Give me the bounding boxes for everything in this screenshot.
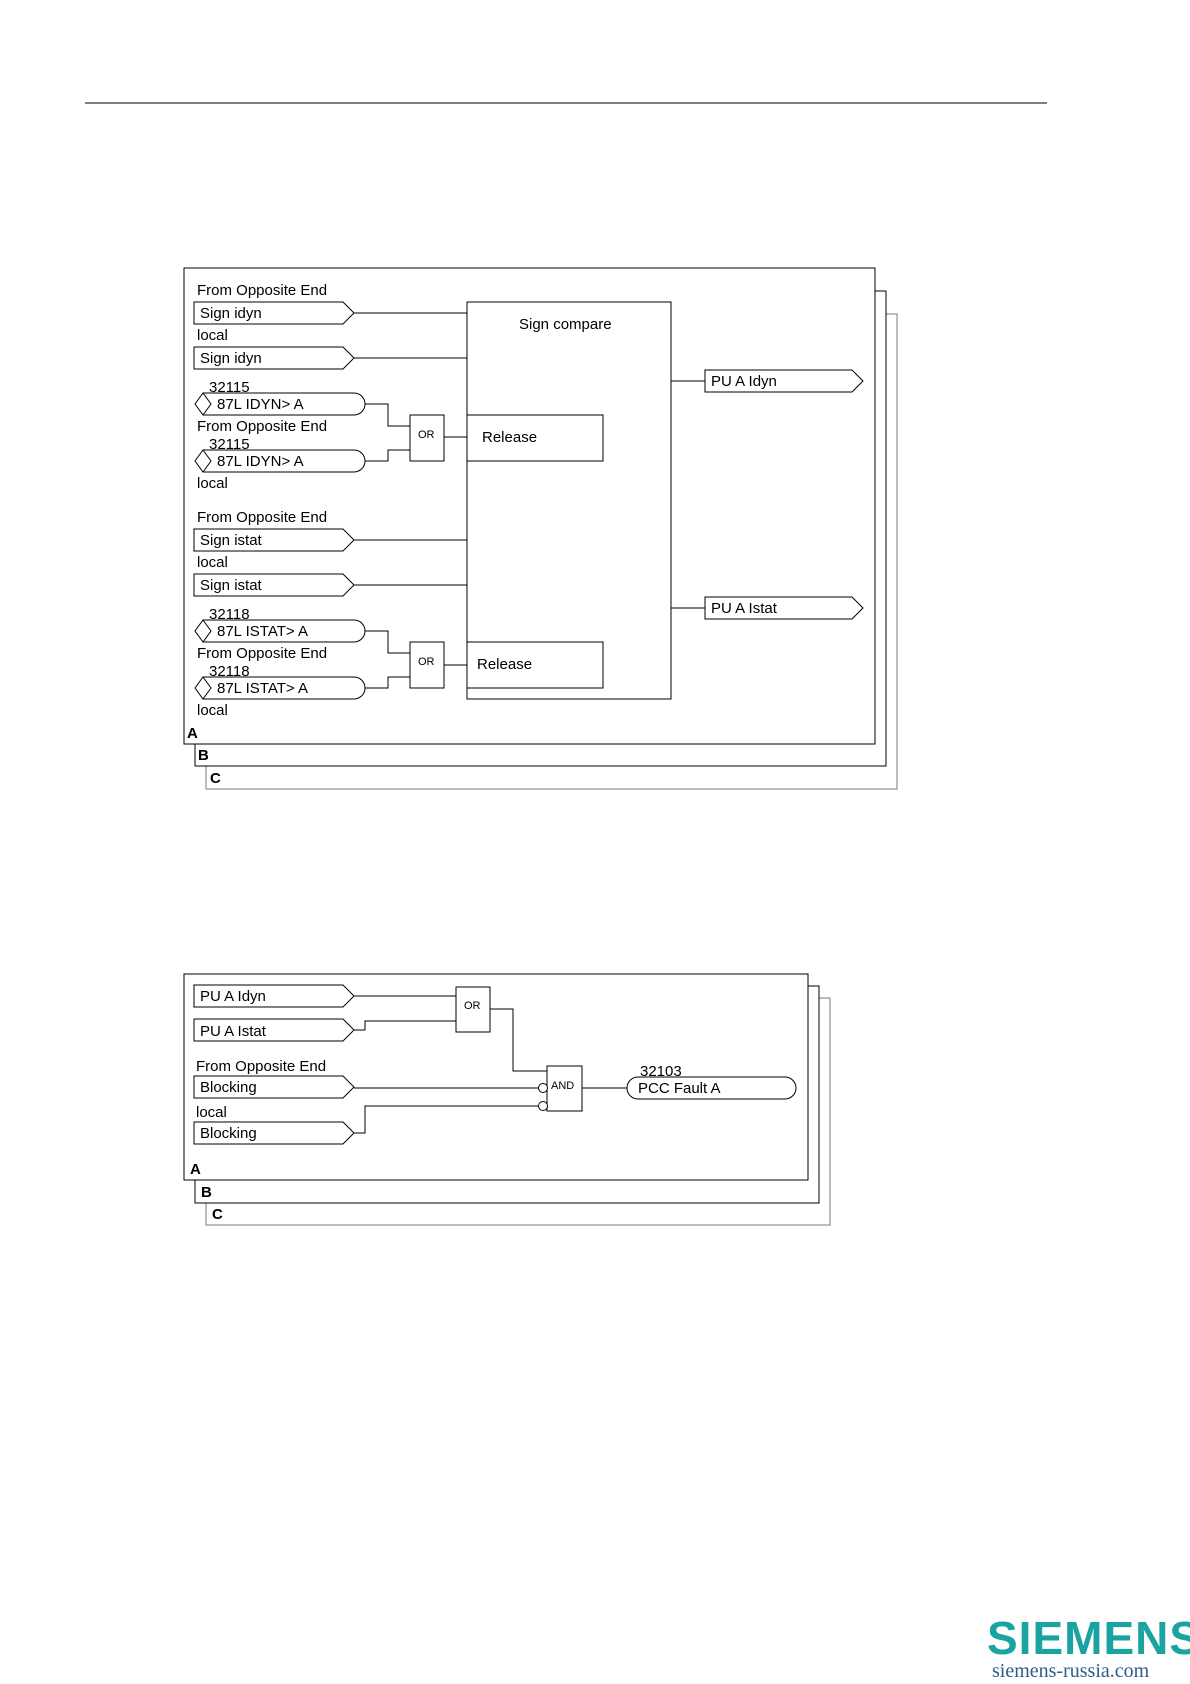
input-number: 32118 [209,606,250,623]
signal-label: PU A Istat [200,1023,267,1040]
input-notch [202,676,212,700]
sign-compare-block [466,301,672,700]
input-label: 87L ISTAT> A [217,680,308,697]
phase-label-b: B [201,1184,212,1201]
phase-label-a: A [187,725,198,742]
group-title: local [196,1104,227,1121]
group-title: local [197,327,228,344]
wire [365,449,410,462]
negation-bubble [538,1101,548,1111]
output-flag-pu-a-idyn [704,369,864,393]
wire [365,630,410,654]
output-flag-pu-a-istat [704,596,864,620]
signal-label: PU A Idyn [200,988,266,1005]
phase-label-a: A [190,1161,201,1178]
input-87l-istat-local [194,676,366,700]
input-87l-idyn-remote [194,392,366,416]
signal-flag-sign-istat-remote [193,528,355,552]
and-gate [546,1065,583,1112]
group-title: From Opposite End [197,282,327,299]
input-flag-blocking-remote [193,1075,355,1099]
output-label: PCC Fault A [638,1080,721,1097]
signal-label: Sign idyn [200,305,262,322]
and-gate-label: AND [551,1080,574,1092]
group-title: local [197,702,228,719]
negation-bubble [538,1083,548,1093]
logo-wordmark: SIEMENS [987,1612,1190,1664]
or-gate-label: OR [418,656,435,668]
signal-label: Blocking [200,1079,257,1096]
wire [365,676,410,689]
output-label: PU A Idyn [711,373,777,390]
group-title: From Opposite End [197,509,327,526]
or-gate-label: OR [418,429,435,441]
signal-label: Sign istat [200,532,263,549]
input-notch [202,392,212,416]
or-gate-label: OR [464,1000,481,1012]
input-number: 32118 [209,663,250,680]
input-number: 32115 [209,436,250,453]
or-gate [455,986,491,1033]
signal-label: Sign idyn [200,350,262,367]
phase-label-c: C [212,1206,223,1223]
wire [490,1008,547,1072]
signal-flag-sign-idyn-local [193,346,355,370]
phase-label-b: B [198,747,209,764]
input-flag-pu-a-istat [193,1018,355,1042]
wire [354,1020,456,1031]
output-number: 32103 [640,1063,682,1080]
release-box-istat [466,641,604,689]
group-title: From Opposite End [197,418,327,435]
diagram-sign-compare: A B C From Opposite End local From Oppos… [183,267,898,790]
siemens-logo: SIEMENS siemens-russia.com [987,1612,1190,1682]
signal-label: Sign istat [200,577,263,594]
signal-label: Blocking [200,1125,257,1142]
or-gate-idyn [409,414,445,462]
input-label: 87L ISTAT> A [217,623,308,640]
wire [354,1105,538,1134]
output-label: PU A Istat [711,600,778,617]
phase-label-c: C [210,770,221,787]
release-label: Release [477,656,532,673]
output-pcc-fault-a [626,1076,797,1100]
group-title: From Opposite End [197,645,327,662]
group-title: From Opposite End [196,1058,326,1075]
input-flag-blocking-local [193,1121,355,1145]
input-label: 87L IDYN> A [217,453,304,470]
or-gate-istat [409,641,445,689]
signal-flag-sign-istat-local [193,573,355,597]
sign-compare-label: Sign compare [519,316,612,333]
input-notch [202,449,212,473]
release-box-idyn [466,414,604,462]
input-notch [202,619,212,643]
group-title: local [197,475,228,492]
signal-flag-sign-idyn-remote [193,301,355,325]
input-87l-istat-remote [194,619,366,643]
input-number: 32115 [209,379,250,396]
release-label: Release [482,429,537,446]
wire [365,403,410,427]
input-label: 87L IDYN> A [217,396,304,413]
input-flag-pu-a-idyn [193,984,355,1008]
group-title: local [197,554,228,571]
logo-url: siemens-russia.com [992,1660,1150,1682]
input-87l-idyn-local [194,449,366,473]
diagram-pcc-fault: A B C PU A Idyn PU A Istat From Opposite… [183,973,831,1226]
